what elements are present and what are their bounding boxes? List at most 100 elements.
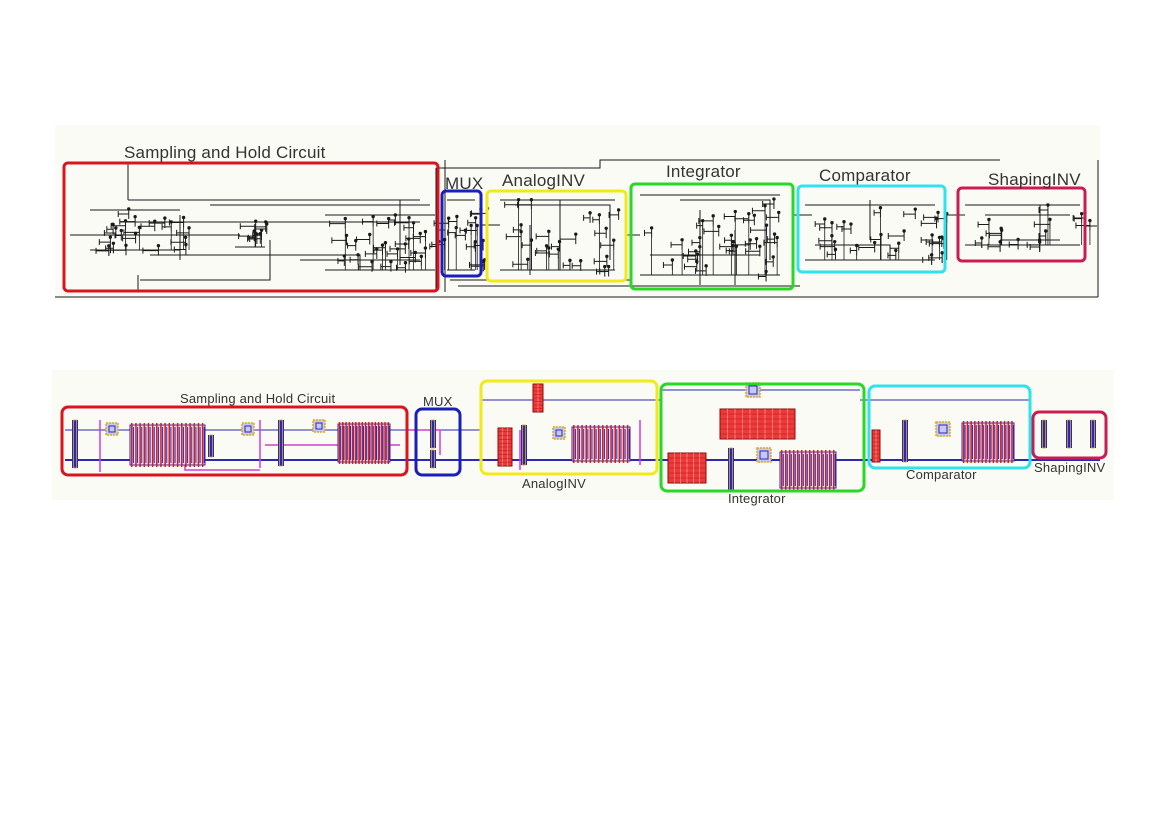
poly-finger xyxy=(606,425,608,463)
capacitor-plate xyxy=(759,450,769,460)
node-dot xyxy=(936,210,940,215)
schematic-label-analog-inv: AnalogINV xyxy=(502,171,586,190)
comp-resistor xyxy=(871,429,881,463)
node-dot xyxy=(754,236,759,241)
poly-finger xyxy=(384,422,386,464)
node-dot xyxy=(649,226,654,230)
node-dot xyxy=(183,235,188,239)
poly-finger xyxy=(364,422,367,464)
poly-finger xyxy=(829,450,831,490)
layout-label-comparator: Comparator xyxy=(906,467,977,482)
node-dot xyxy=(752,213,757,217)
metal-strap xyxy=(612,429,614,459)
strap-contact xyxy=(903,419,907,463)
metal-strap xyxy=(587,429,589,459)
poly-finger xyxy=(189,423,191,467)
sh-strap-3 xyxy=(278,419,284,467)
metal-strap xyxy=(389,426,391,460)
node-dot xyxy=(403,242,408,246)
node-dot xyxy=(119,228,124,233)
node-dot xyxy=(597,213,602,217)
metal-strap xyxy=(579,429,581,459)
metal-strap xyxy=(798,454,800,486)
strap-contact xyxy=(1042,419,1046,449)
poly-finger xyxy=(135,423,137,467)
poly-finger xyxy=(966,421,969,463)
ainv-array xyxy=(571,425,631,463)
poly-finger xyxy=(151,423,154,467)
node-dot xyxy=(616,208,621,212)
node-dot xyxy=(380,243,385,247)
node-dot xyxy=(763,204,767,208)
metal-strap xyxy=(628,429,630,459)
node-dot xyxy=(418,231,422,236)
capacitor-plate xyxy=(748,385,758,395)
poly-finger xyxy=(201,423,204,467)
metal-strap xyxy=(826,454,828,486)
layout-frame-sh xyxy=(60,405,409,477)
node-dot xyxy=(519,229,523,234)
node-dot xyxy=(758,244,762,248)
vertical-strap xyxy=(278,420,284,466)
node-dot xyxy=(383,241,388,245)
node-dot xyxy=(894,248,898,253)
metal-strap xyxy=(972,425,974,459)
poly-finger xyxy=(147,423,150,467)
cluster-rails xyxy=(325,214,435,271)
metal-strap xyxy=(382,426,384,460)
metal-strap xyxy=(359,426,361,460)
poly-finger xyxy=(164,423,166,467)
poly-finger xyxy=(131,423,133,467)
capacitor xyxy=(756,447,772,463)
sinv-strap-3 xyxy=(1090,419,1096,449)
node-dot xyxy=(711,214,715,218)
sh-input-cluster xyxy=(90,207,191,256)
poly-finger xyxy=(172,423,175,467)
node-dot xyxy=(184,242,188,247)
node-dot xyxy=(423,246,428,250)
vertical-strap xyxy=(430,450,436,468)
poly-finger xyxy=(817,450,819,490)
node-dot xyxy=(902,229,906,233)
layout-frame-comp xyxy=(867,384,1032,470)
node-dot xyxy=(529,198,534,202)
poly-finger xyxy=(981,421,983,463)
metal-strap xyxy=(182,427,184,463)
capacitor-plate xyxy=(315,422,323,430)
metal-strap xyxy=(616,429,618,459)
metal-strap xyxy=(810,454,812,486)
vertical-strap xyxy=(728,448,734,490)
poly-finger xyxy=(626,425,629,463)
poly-finger xyxy=(355,422,357,464)
node-dot xyxy=(108,235,113,239)
sh-cap-3 xyxy=(312,419,326,433)
metal-strap xyxy=(187,427,189,463)
integ-array xyxy=(779,450,837,490)
node-dot xyxy=(253,219,258,223)
node-dot xyxy=(265,222,269,226)
capacitor xyxy=(552,426,566,440)
layout-label-mux: MUX xyxy=(423,394,453,409)
layout-label-analog-inv: AnalogINV xyxy=(522,476,586,491)
ainv-cap xyxy=(552,426,566,440)
node-dot xyxy=(729,233,734,238)
node-dot xyxy=(393,213,398,217)
poly-finger xyxy=(345,422,347,464)
node-dot xyxy=(423,229,428,234)
node-dot xyxy=(181,215,186,220)
poly-finger xyxy=(833,450,835,490)
metal-strap xyxy=(153,427,155,463)
poly-finger xyxy=(160,423,162,467)
metal-strap xyxy=(599,429,601,459)
capacitor xyxy=(312,419,326,433)
metal-strap xyxy=(1009,425,1011,459)
metal-strap xyxy=(162,427,164,463)
node-dot xyxy=(604,226,608,231)
poly-finger xyxy=(809,450,811,490)
metal-strap xyxy=(620,429,622,459)
node-dot xyxy=(516,198,521,202)
metal-strap xyxy=(376,426,378,460)
poly-finger xyxy=(1007,421,1009,463)
poly-finger xyxy=(358,422,360,464)
sh-array-2 xyxy=(337,422,391,464)
